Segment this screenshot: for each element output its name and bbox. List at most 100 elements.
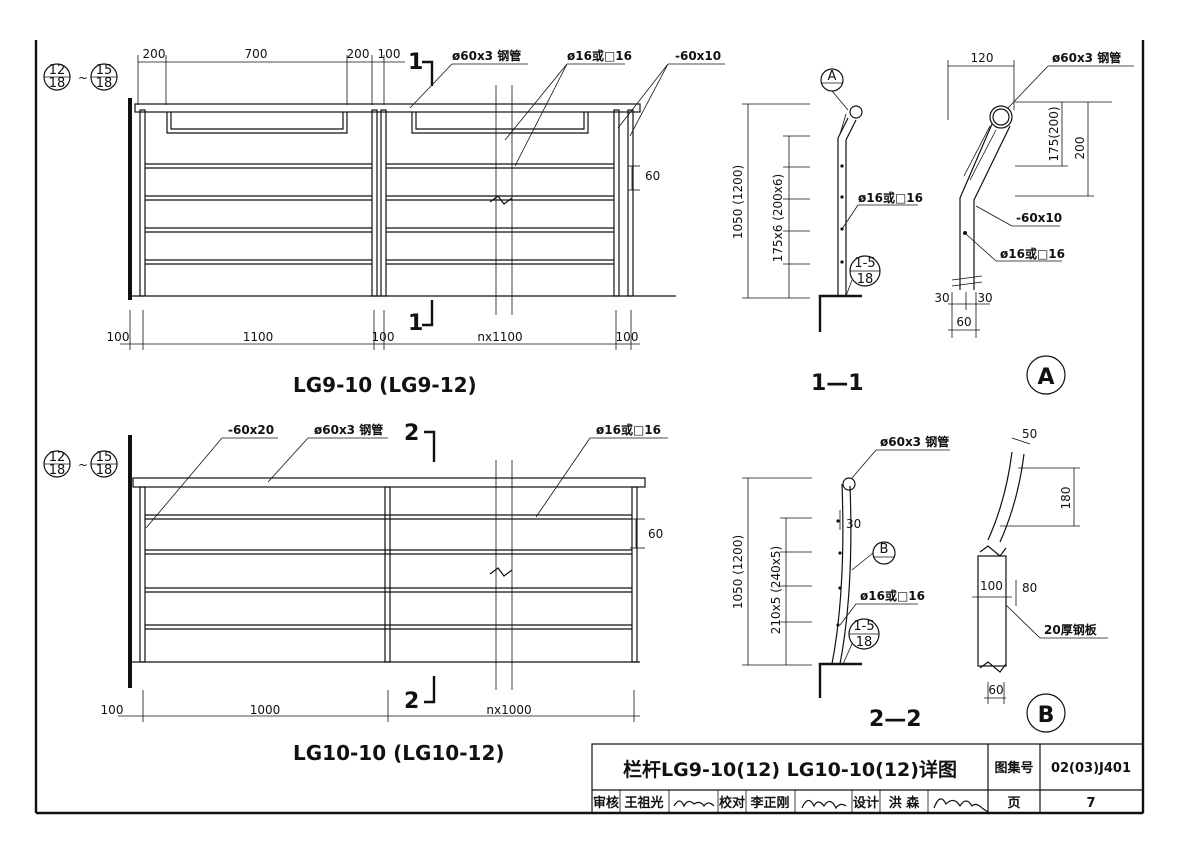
- label-rail: ø60x3 钢管: [314, 422, 383, 437]
- detaila-dim-30a: 30: [934, 291, 949, 305]
- svg-text:15: 15: [96, 450, 113, 465]
- section2-ref-letter: B: [880, 542, 889, 557]
- handrail: [132, 477, 646, 488]
- cut-mark-bottom: 1: [408, 311, 423, 336]
- detailb-dim-180: 180: [1059, 487, 1073, 510]
- bottom-dim-2: 1100: [243, 330, 274, 344]
- section2-dim-spacing: 210x5 (240x5): [769, 546, 783, 634]
- title-section-1: 1—1: [811, 371, 864, 396]
- section2-label-bar: ø16或□16: [860, 588, 925, 603]
- detaila-dim-175: 175(200): [1047, 106, 1061, 161]
- review-label: 审核: [593, 795, 619, 811]
- bottom-dim-3: nx1000: [486, 703, 531, 717]
- range-tilde: ~: [78, 71, 88, 85]
- section1-dim-total: 1050 (1200): [731, 165, 745, 239]
- page-number: 7: [1086, 796, 1095, 811]
- horizontal-bars: [145, 163, 614, 265]
- detailb-dim-50: 50: [1022, 427, 1037, 441]
- title-bottom-elevation: LG10-10 (LG10-12): [293, 741, 505, 765]
- bottom-dim-1: 100: [101, 703, 124, 717]
- svg-text:18: 18: [857, 272, 874, 287]
- dim-60: 60: [645, 169, 660, 183]
- top-dimension-chain: 200 700 200 100: [137, 47, 405, 105]
- svg-text:1-5: 1-5: [854, 256, 875, 271]
- top-dim-1: 200: [143, 47, 166, 61]
- dim-60: 60: [648, 527, 663, 541]
- label-flat: -60x10: [675, 49, 721, 63]
- detaila-label-rail: ø60x3 钢管: [1052, 50, 1121, 65]
- section-1-1: 1050 (1200) 175x6 (200x6) A ø16或□16 1-5 …: [731, 68, 923, 396]
- detailb-dim-100: 100: [980, 579, 1003, 593]
- title-block: 栏杆LG9-10(12) LG10-10(12)详图 图集号 02(03)J40…: [591, 743, 1144, 814]
- svg-text:15: 15: [96, 63, 113, 78]
- bottom-dim-3: 100: [372, 330, 395, 344]
- posts: [139, 486, 638, 663]
- horizontal-bars: [145, 514, 632, 630]
- label-rail: ø60x3 钢管: [452, 48, 521, 63]
- ref-circle-right: 15 18: [90, 63, 118, 91]
- ref-circle-right: 15 18: [90, 450, 118, 478]
- page-label: 页: [1007, 796, 1020, 811]
- svg-text:12: 12: [49, 63, 66, 78]
- detaila-dim-top: 120: [971, 51, 994, 65]
- handrail: [134, 103, 641, 113]
- label-flat: -60x20: [228, 423, 274, 437]
- title-detail-b: B: [1038, 703, 1055, 728]
- sheet-frame: [34, 40, 1145, 815]
- top-elevation: 200 700 200 100 100 1100 100 nx1100 100 …: [43, 47, 725, 397]
- ref-circle-left: 12 18: [43, 63, 71, 91]
- reviewer-signature: [673, 800, 715, 808]
- checker-name: 李正刚: [749, 795, 789, 811]
- svg-text:18: 18: [856, 635, 873, 650]
- detailb-dim-80: 80: [1022, 581, 1037, 595]
- design-label: 设计: [853, 795, 879, 811]
- section1-ref-letter: A: [828, 69, 837, 84]
- section1-label-bar: ø16或□16: [858, 190, 923, 205]
- svg-text:18: 18: [96, 76, 113, 91]
- bottom-dim-4: nx1100: [477, 330, 522, 344]
- section-2-2: 1050 (1200) 210x5 (240x5) ø60x3 钢管 30 B …: [731, 434, 950, 732]
- reviewer-name: 王祖光: [624, 795, 663, 811]
- bottom-dim-2: 1000: [250, 703, 281, 717]
- check-label: 校对: [719, 795, 745, 811]
- svg-text:12: 12: [49, 450, 66, 465]
- svg-text:18: 18: [49, 76, 66, 91]
- detaila-label-bar: ø16或□16: [1000, 246, 1065, 261]
- label-bar: ø16或□16: [567, 48, 632, 63]
- detaila-label-flat: -60x10: [1016, 211, 1062, 225]
- ref-circle-left: 12 18: [43, 450, 71, 478]
- top-dim-2: 700: [245, 47, 268, 61]
- title-section-2: 2—2: [869, 707, 922, 732]
- bottom-dim-1: 100: [107, 330, 130, 344]
- bottom-dimension-chain: 100 1100 100 nx1100 100: [107, 310, 640, 350]
- svg-text:18: 18: [49, 463, 66, 478]
- cut-mark-bottom: 2: [404, 689, 419, 714]
- posts: [139, 109, 634, 297]
- detailb-label-plate: 20厚钢板: [1044, 622, 1098, 637]
- top-dim-3: 200: [347, 47, 370, 61]
- detailb-dim-60: 60: [988, 683, 1003, 697]
- section2-dim-total: 1050 (1200): [731, 535, 745, 609]
- title-block-atlas-no: 02(03)J401: [1051, 761, 1131, 776]
- title-block-title: 栏杆LG9-10(12) LG10-10(12)详图: [623, 758, 957, 781]
- section2-dim-30: 30: [846, 517, 861, 531]
- cut-mark-top: 2: [404, 421, 419, 446]
- designer-signature: [933, 798, 989, 813]
- checker-signature: [801, 799, 847, 810]
- detaila-dim-60: 60: [956, 315, 971, 329]
- cut-mark-top: 1: [408, 50, 423, 75]
- title-block-atlas-label: 图集号: [994, 760, 1033, 776]
- svg-text:1-5: 1-5: [853, 619, 874, 634]
- bottom-dim-5: 100: [616, 330, 639, 344]
- label-bar: ø16或□16: [596, 422, 661, 437]
- title-top-elevation: LG9-10 (LG9-12): [293, 373, 477, 397]
- designer-name: 洪 森: [889, 795, 921, 811]
- bottom-elevation: 12 18 ~ 15 18 -60x20 ø60x3 钢管 ø16或□16 60…: [43, 421, 668, 765]
- section2-label-rail: ø60x3 钢管: [880, 434, 949, 449]
- detail-a: 120 ø60x3 钢管 175(200) 200 -60x10 ø16或□16…: [934, 50, 1134, 395]
- top-dim-4: 100: [378, 47, 401, 61]
- detaila-dim-30b: 30: [977, 291, 992, 305]
- range-tilde: ~: [78, 458, 88, 472]
- detaila-dim-200: 200: [1073, 137, 1087, 160]
